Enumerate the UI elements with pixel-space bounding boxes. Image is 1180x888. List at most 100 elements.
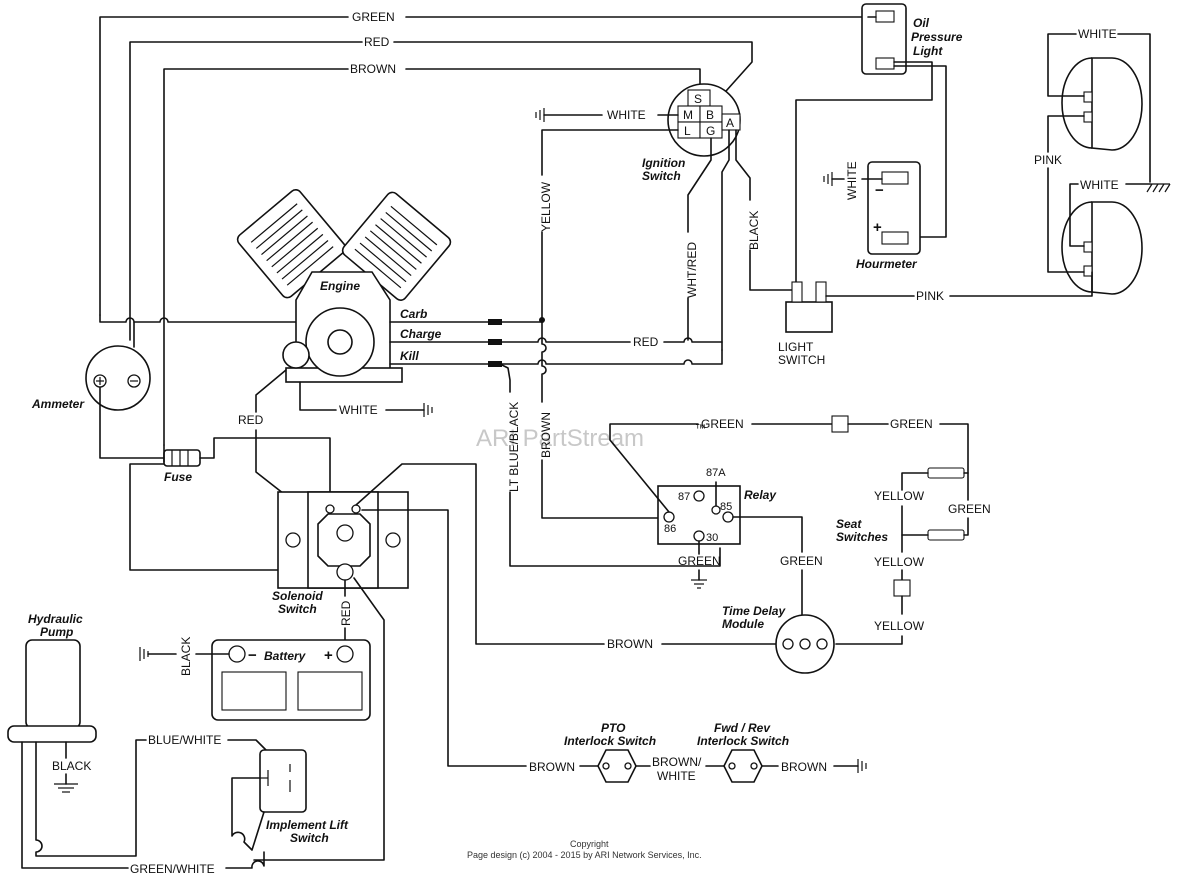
engine-label: Engine bbox=[320, 279, 360, 293]
ground-symbol-pump bbox=[54, 773, 78, 793]
wire-label-green-relay-ground: GREEN bbox=[678, 554, 721, 568]
implement-lift-switch bbox=[259, 749, 307, 813]
relay-terminal-87a: 87A bbox=[706, 467, 726, 479]
seat-label-1: Seat bbox=[836, 517, 862, 531]
headlight-bottom bbox=[1061, 201, 1143, 295]
wire-oil-to-lightswitch bbox=[795, 61, 933, 286]
wire-label-white-engine: WHITE bbox=[339, 403, 378, 417]
ignition-terminal-g: G bbox=[706, 124, 715, 138]
hydraulic-pump bbox=[7, 639, 97, 743]
wire-label-brown-white-1: BROWN/ bbox=[652, 755, 702, 769]
ground-symbol-hourmeter bbox=[823, 172, 845, 186]
ignition-terminal-b: B bbox=[706, 108, 714, 122]
wire-label-green-top: GREEN bbox=[352, 10, 395, 24]
pto-label-1: PTO bbox=[601, 721, 626, 735]
engine bbox=[236, 189, 452, 383]
ignition-terminal-l: L bbox=[684, 124, 691, 138]
wire-label-yellow: YELLOW bbox=[539, 181, 553, 232]
engine-kill-label: Kill bbox=[400, 349, 419, 363]
wire-label-green-relay-left: GREEN bbox=[701, 417, 744, 431]
hourmeter-plus: + bbox=[873, 219, 882, 236]
wire-label-white-headlight-mid: WHITE bbox=[1080, 178, 1119, 192]
headlight-top bbox=[1061, 57, 1143, 151]
wire-black-a bbox=[735, 129, 751, 201]
wire-label-brown-pto: BROWN bbox=[529, 760, 575, 774]
battery-label: Battery bbox=[264, 649, 307, 663]
fuse-label: Fuse bbox=[164, 470, 192, 484]
wire-yellow bbox=[541, 129, 679, 176]
ignition-label-2: Switch bbox=[642, 169, 681, 183]
hydraulic-label-2: Pump bbox=[40, 625, 73, 639]
wire-label-white-headlight-top: WHITE bbox=[1078, 27, 1117, 41]
battery bbox=[211, 639, 371, 721]
light-switch bbox=[785, 281, 833, 333]
wire-label-red-top: RED bbox=[364, 35, 390, 49]
wire-a-to-kill bbox=[721, 129, 730, 351]
wire-label-white-ignition: WHITE bbox=[607, 108, 646, 122]
engine-charge-label: Charge bbox=[400, 327, 442, 341]
wire-oil-to-hourmeter bbox=[893, 65, 947, 238]
wire-label-yellow-seat1: YELLOW bbox=[874, 489, 925, 503]
wire-label-blue-white: BLUE/WHITE bbox=[148, 733, 221, 747]
wire-label-green-white: GREEN/WHITE bbox=[130, 862, 215, 876]
connector-charge bbox=[488, 339, 502, 345]
pto-interlock-switch bbox=[597, 749, 637, 783]
wire-label-red-engine: RED bbox=[238, 413, 264, 427]
hydraulic-label-1: Hydraulic bbox=[28, 612, 83, 626]
relay-terminal-30: 30 bbox=[706, 532, 718, 544]
solenoid-label-2: Switch bbox=[278, 602, 317, 616]
fwd-label-1: Fwd / Rev bbox=[714, 721, 771, 735]
relay bbox=[657, 485, 741, 545]
ignition-terminal-m: M bbox=[683, 108, 693, 122]
battery-minus: − bbox=[248, 647, 257, 664]
wire-label-white-hourmeter: WHITE bbox=[845, 161, 859, 200]
wire-label-pink-lightswitch: PINK bbox=[916, 289, 944, 303]
connector-carb bbox=[488, 319, 502, 325]
ignition-label-1: Ignition bbox=[642, 156, 685, 170]
oil-pressure-label-2: Pressure bbox=[911, 30, 963, 44]
engine-carb-label: Carb bbox=[400, 307, 427, 321]
wire-label-brown-white-2: WHITE bbox=[657, 769, 696, 783]
pto-label-2: Interlock Switch bbox=[564, 734, 656, 748]
ground-symbol-fwd bbox=[833, 759, 867, 773]
fwd-rev-interlock-switch bbox=[723, 749, 763, 783]
wire-label-black-pump: BLACK bbox=[52, 759, 91, 773]
hourmeter-label: Hourmeter bbox=[856, 257, 918, 271]
wire-wht-red bbox=[687, 137, 712, 233]
ignition-switch bbox=[667, 83, 741, 157]
wire-label-yellow-seat2: YELLOW bbox=[874, 555, 925, 569]
wire-label-lt-blue-black: LT BLUE/BLACK bbox=[507, 402, 521, 492]
copyright-line-2: Page design (c) 2004 - 2015 by ARI Netwo… bbox=[467, 850, 702, 860]
fwd-label-2: Interlock Switch bbox=[697, 734, 789, 748]
seat-connector-top bbox=[831, 415, 849, 433]
wire-label-red-solenoid: RED bbox=[339, 600, 353, 626]
relay-terminal-87: 87 bbox=[678, 491, 690, 503]
copyright-line-1: Copyright bbox=[570, 839, 609, 849]
time-delay-label-2: Module bbox=[722, 617, 764, 631]
time-delay-module bbox=[775, 614, 835, 674]
watermark: ARI PartStream bbox=[476, 425, 644, 452]
seat-connector-bottom bbox=[893, 579, 911, 597]
wire-label-brown-top: BROWN bbox=[350, 62, 396, 76]
wire-label-black-ignition: BLACK bbox=[747, 211, 761, 250]
top-harness-wires bbox=[99, 16, 869, 446]
watermark-tm: ™ bbox=[695, 423, 706, 435]
wire-label-yellow-seat3: YELLOW bbox=[874, 619, 925, 633]
relay-label: Relay bbox=[744, 488, 777, 502]
light-switch-label-1: LIGHT bbox=[778, 340, 814, 354]
oil-pressure-label-3: Light bbox=[913, 44, 943, 58]
ground-symbol-headlight bbox=[1146, 183, 1171, 193]
wire-label-black-battery: BLACK bbox=[179, 637, 193, 676]
ground-symbol-engine bbox=[385, 403, 433, 417]
wire-label-green-seat: GREEN bbox=[948, 502, 991, 516]
wire-label-wht-red: WHT/RED bbox=[685, 242, 699, 298]
ammeter bbox=[85, 345, 151, 411]
ignition-terminal-s: S bbox=[694, 92, 702, 106]
ground-symbol-battery bbox=[139, 647, 177, 661]
wire-label-pink-headlight: PINK bbox=[1034, 153, 1062, 167]
time-delay-label-1: Time Delay bbox=[722, 604, 786, 618]
relay-terminal-86: 86 bbox=[664, 523, 676, 535]
wire-label-green-tdm: GREEN bbox=[780, 554, 823, 568]
fuse bbox=[163, 449, 201, 467]
solenoid-label-1: Solenoid bbox=[272, 589, 323, 603]
